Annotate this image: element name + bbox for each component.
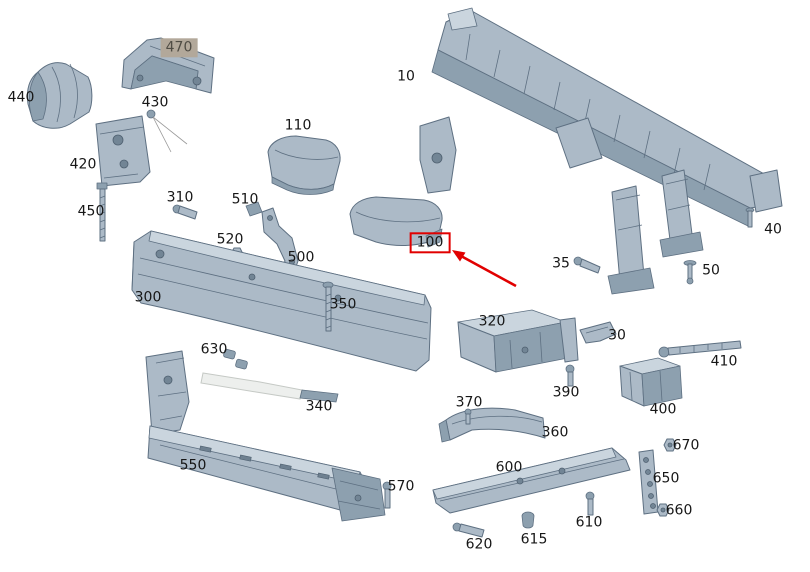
part-420-mounting-plate xyxy=(95,115,151,187)
foam-pad xyxy=(200,372,303,400)
part-440-mounting-bracket xyxy=(26,62,93,129)
part-300-bumper-beam xyxy=(131,230,432,372)
part-650-slotted-strip xyxy=(638,449,659,515)
part-430-screw xyxy=(146,109,188,153)
part-400-crash-box xyxy=(619,357,683,407)
part-370-bolt xyxy=(464,408,472,425)
part-570-bolt xyxy=(382,481,392,509)
part-40-screw xyxy=(745,207,755,228)
pointer-arrow xyxy=(452,250,517,288)
part-615-plug xyxy=(521,511,535,529)
part-310-bolt xyxy=(172,204,198,220)
part-35-bolt xyxy=(573,256,601,274)
part-340-bracket xyxy=(299,389,339,403)
part-450-bolt xyxy=(96,182,108,242)
part-660-nut xyxy=(656,503,670,517)
part-320-crash-box xyxy=(457,309,579,373)
part-610-bolt xyxy=(585,491,595,516)
part-100-air-duct xyxy=(349,196,443,248)
part-410-bolt xyxy=(658,340,742,358)
part-390-bolt xyxy=(565,364,575,387)
part-10-front-panel-carrier xyxy=(419,7,783,295)
part-30-bracket xyxy=(579,321,617,344)
part-620-bolt xyxy=(452,522,485,538)
part-670-nut xyxy=(663,438,677,452)
part-510-clip xyxy=(245,201,263,217)
part-350-bolt xyxy=(322,281,334,332)
part-360-bracket-arm xyxy=(438,407,546,443)
part-110-air-duct xyxy=(267,135,341,195)
part-550-lower-crossmember xyxy=(145,350,386,522)
part-50-pin xyxy=(683,260,697,285)
part-600-lower-beam xyxy=(432,447,631,514)
part-630-clips xyxy=(223,348,248,370)
part-470-bracket xyxy=(121,37,215,94)
